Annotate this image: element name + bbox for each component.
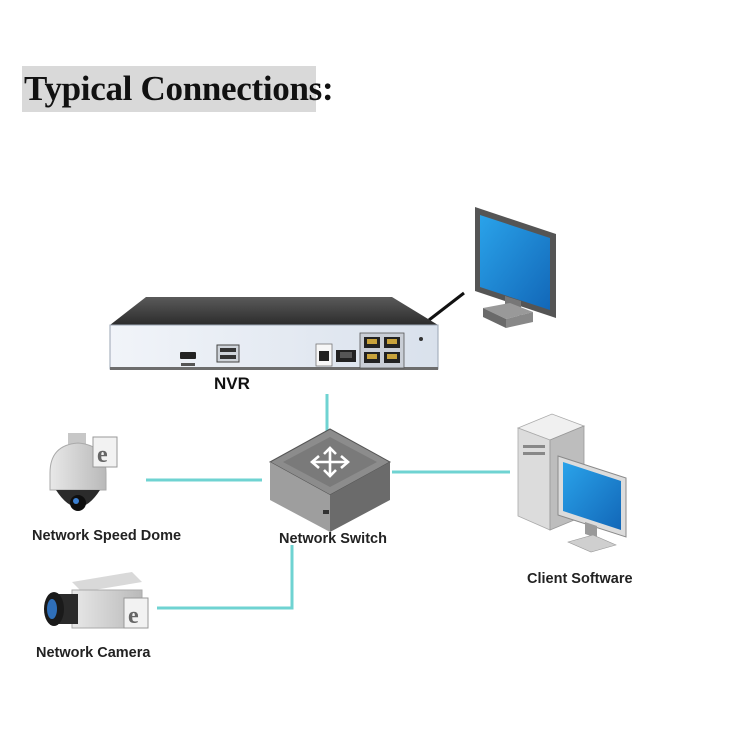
switch-label: Network Switch [279, 531, 387, 547]
switch-arrows-icon [310, 446, 350, 478]
page-title: Typical Connections: [24, 69, 334, 108]
nvr-device-icon [109, 297, 439, 370]
nvr-label: NVR [214, 374, 250, 393]
title-background [22, 66, 316, 112]
box-camera-icon [44, 572, 143, 629]
cable-camera-switch [157, 545, 294, 610]
network-camera-label: Network Camera [36, 645, 151, 661]
speed-dome-label: Network Speed Dome [32, 528, 182, 544]
client-software-label: Client Software [527, 571, 633, 587]
cable-nvr-monitor [428, 291, 465, 322]
network-switch-icon [268, 428, 392, 532]
ie-browser-icon: e [92, 436, 118, 468]
svg-text:e: e [128, 603, 139, 629]
hdmi-port [180, 352, 196, 359]
power-led [419, 337, 423, 341]
cables [146, 394, 510, 610]
svg-text:e: e [97, 442, 108, 468]
client-pc-icon [516, 413, 627, 553]
ie-browser-icon-camera: e [123, 597, 149, 629]
monitor-icon [475, 207, 556, 328]
speed-dome-camera-icon [49, 433, 107, 511]
usb-ports [216, 344, 240, 363]
